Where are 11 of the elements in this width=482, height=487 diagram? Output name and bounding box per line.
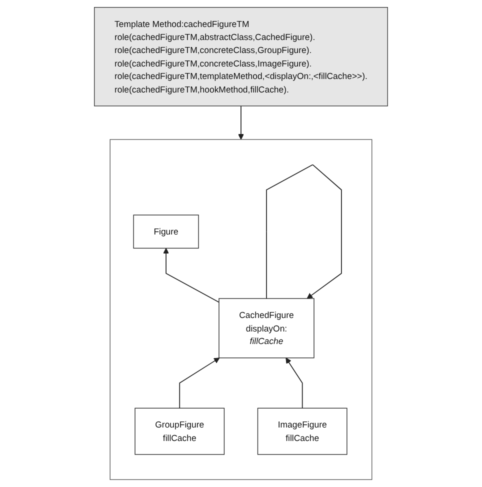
- arrow: [163, 248, 220, 303]
- arrow: [238, 106, 244, 140]
- node-box: GroupFigure fillCache: [134, 408, 225, 455]
- node-box: Template Method:cachedFigureTM role(cachedFigureTM,abstractClass,CachedFigure). role(cachedFigureTM,concreteClass,GroupFigure). role(cachedFigureTM,concreteClass,ImageFigure). role(cachedFigureTM,templateMethod,<displayOn:,<fillCache>>). role(cachedFigureTM,hookMethod,fillCache).: [94, 7, 388, 106]
- node-box: CachedFigure displayOn: fillCache: [218, 298, 314, 358]
- arrow: [179, 358, 220, 409]
- arrow: [286, 358, 303, 409]
- node-box: Figure: [133, 214, 199, 249]
- cluster: [110, 139, 372, 480]
- arrow: [266, 164, 342, 299]
- node-box: ImageFigure fillCache: [257, 408, 348, 455]
